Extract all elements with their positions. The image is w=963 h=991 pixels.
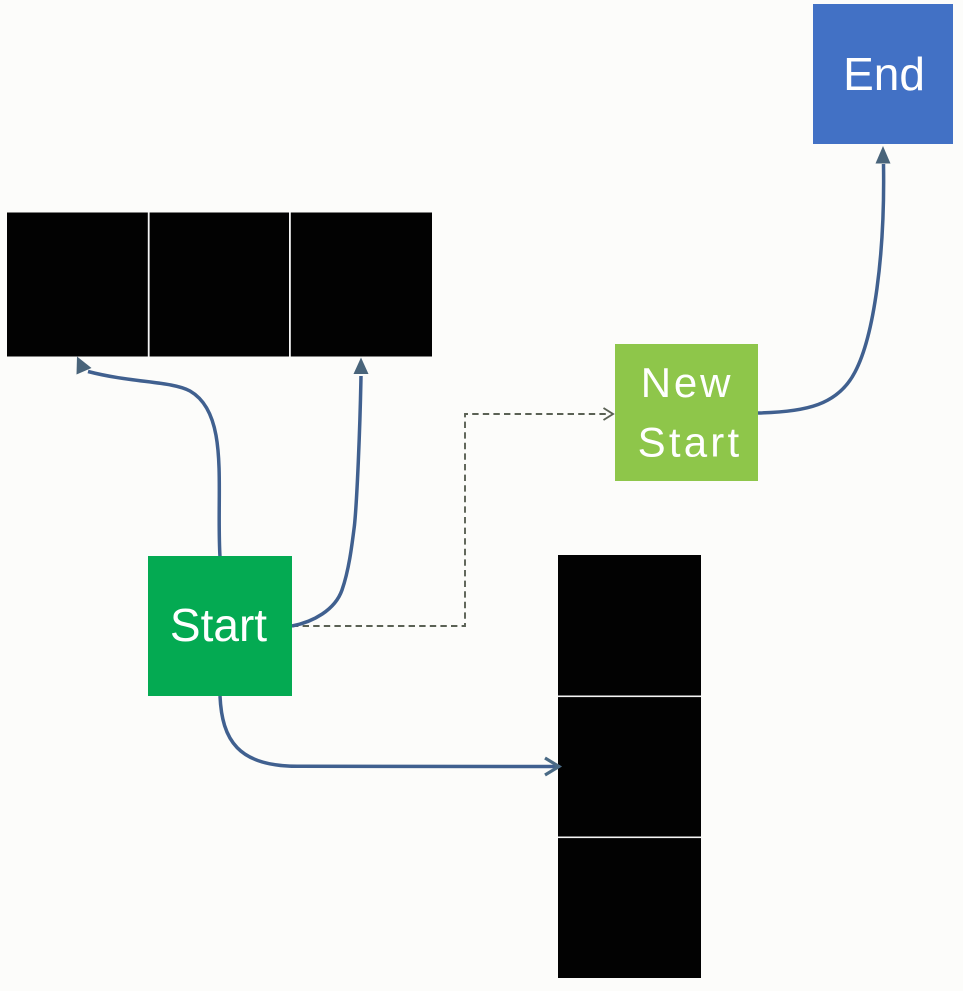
svg-text:Start: Start	[638, 419, 743, 466]
svg-text:New: New	[641, 359, 733, 406]
svg-text:Start: Start	[170, 599, 267, 651]
svg-text:End: End	[843, 48, 925, 100]
